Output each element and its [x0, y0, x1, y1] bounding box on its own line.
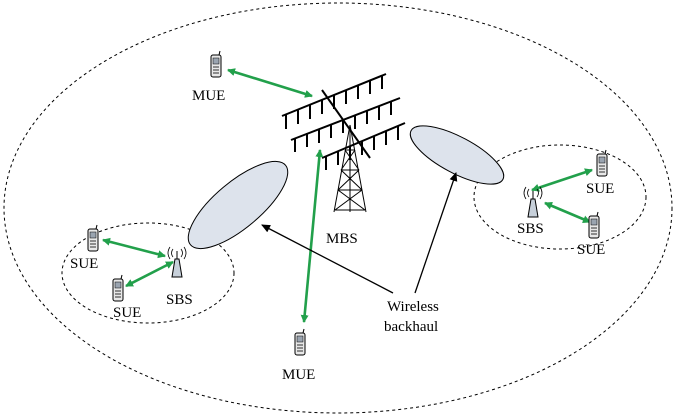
sbs-right-small-cell-icon [523, 186, 543, 218]
label-sbs-right: SBS [517, 221, 544, 237]
label-sue-right-2: SUE [577, 242, 605, 258]
label-sue-left-1: SUE [70, 256, 98, 272]
label-mue-top: MUE [192, 88, 225, 104]
link-sbs-sue-right-1 [531, 168, 593, 192]
small-cell-boundary-left [61, 222, 235, 324]
macro-tower-icon [333, 124, 367, 213]
sue-left-1-phone-icon [87, 224, 99, 252]
label-mue-bottom: MUE [282, 367, 315, 383]
label-mbs: MBS [326, 231, 358, 247]
link-mbs-mue-top [227, 68, 313, 98]
macro-antenna-array-icon [281, 73, 406, 170]
small-cell-boundary-right [473, 144, 647, 250]
label-backhaul-line1: Wireless [387, 299, 439, 315]
sue-right-1-phone-icon [596, 149, 608, 177]
label-backhaul-line2: backhaul [384, 319, 438, 335]
link-mbs-mue-bottom [300, 149, 324, 323]
macro-cell-boundary [3, 2, 673, 414]
link-sbs-sue-right-2 [544, 201, 591, 224]
sue-right-2-phone-icon [588, 211, 600, 239]
mue-bottom-phone-icon [294, 328, 306, 356]
link-sbs-sue-left-2 [125, 260, 174, 288]
label-sue-left-2: SUE [113, 305, 141, 321]
label-sbs-left: SBS [166, 292, 193, 308]
backhaul-arrow-left [261, 224, 394, 294]
link-sbs-sue-left-1 [102, 237, 166, 259]
sue-left-2-phone-icon [112, 274, 124, 302]
backhaul-beam-right [409, 125, 505, 185]
mue-top-phone-icon [210, 50, 222, 78]
backhaul-arrow-right [414, 172, 458, 294]
backhaul-beam-left [187, 160, 289, 250]
label-sue-right-1: SUE [586, 181, 614, 197]
